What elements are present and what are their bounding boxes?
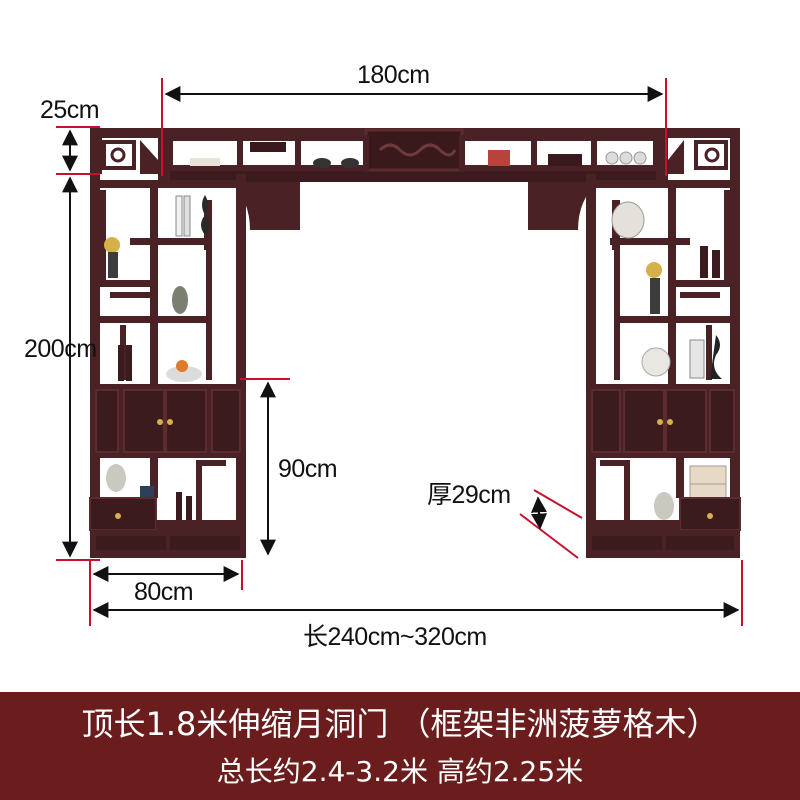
top-length-label: 180cm [357,61,430,89]
total-length-label: 长240cm~320cm [303,623,487,651]
left-bracket [230,182,300,230]
depth-label: 厚29cm [427,481,511,509]
banner-title: 顶长1.8米伸缩月洞门 （框架非洲菠萝格木） [81,705,719,743]
right-cabinet [586,128,741,558]
left-cabinet [89,128,246,558]
side-height-label: 200cm [24,335,97,363]
cabinet-height-label: 90cm [278,455,338,483]
top-height-label: 25cm [40,96,100,124]
dimension-lines [56,78,743,626]
cabinet-width-label: 80cm [134,578,194,606]
product-illustration [56,78,743,626]
info-banner [0,692,800,800]
right-bracket [528,182,598,230]
banner-subtitle: 总长约2.4-3.2米 高约2.25米 [216,755,584,788]
top-beam [158,128,668,182]
